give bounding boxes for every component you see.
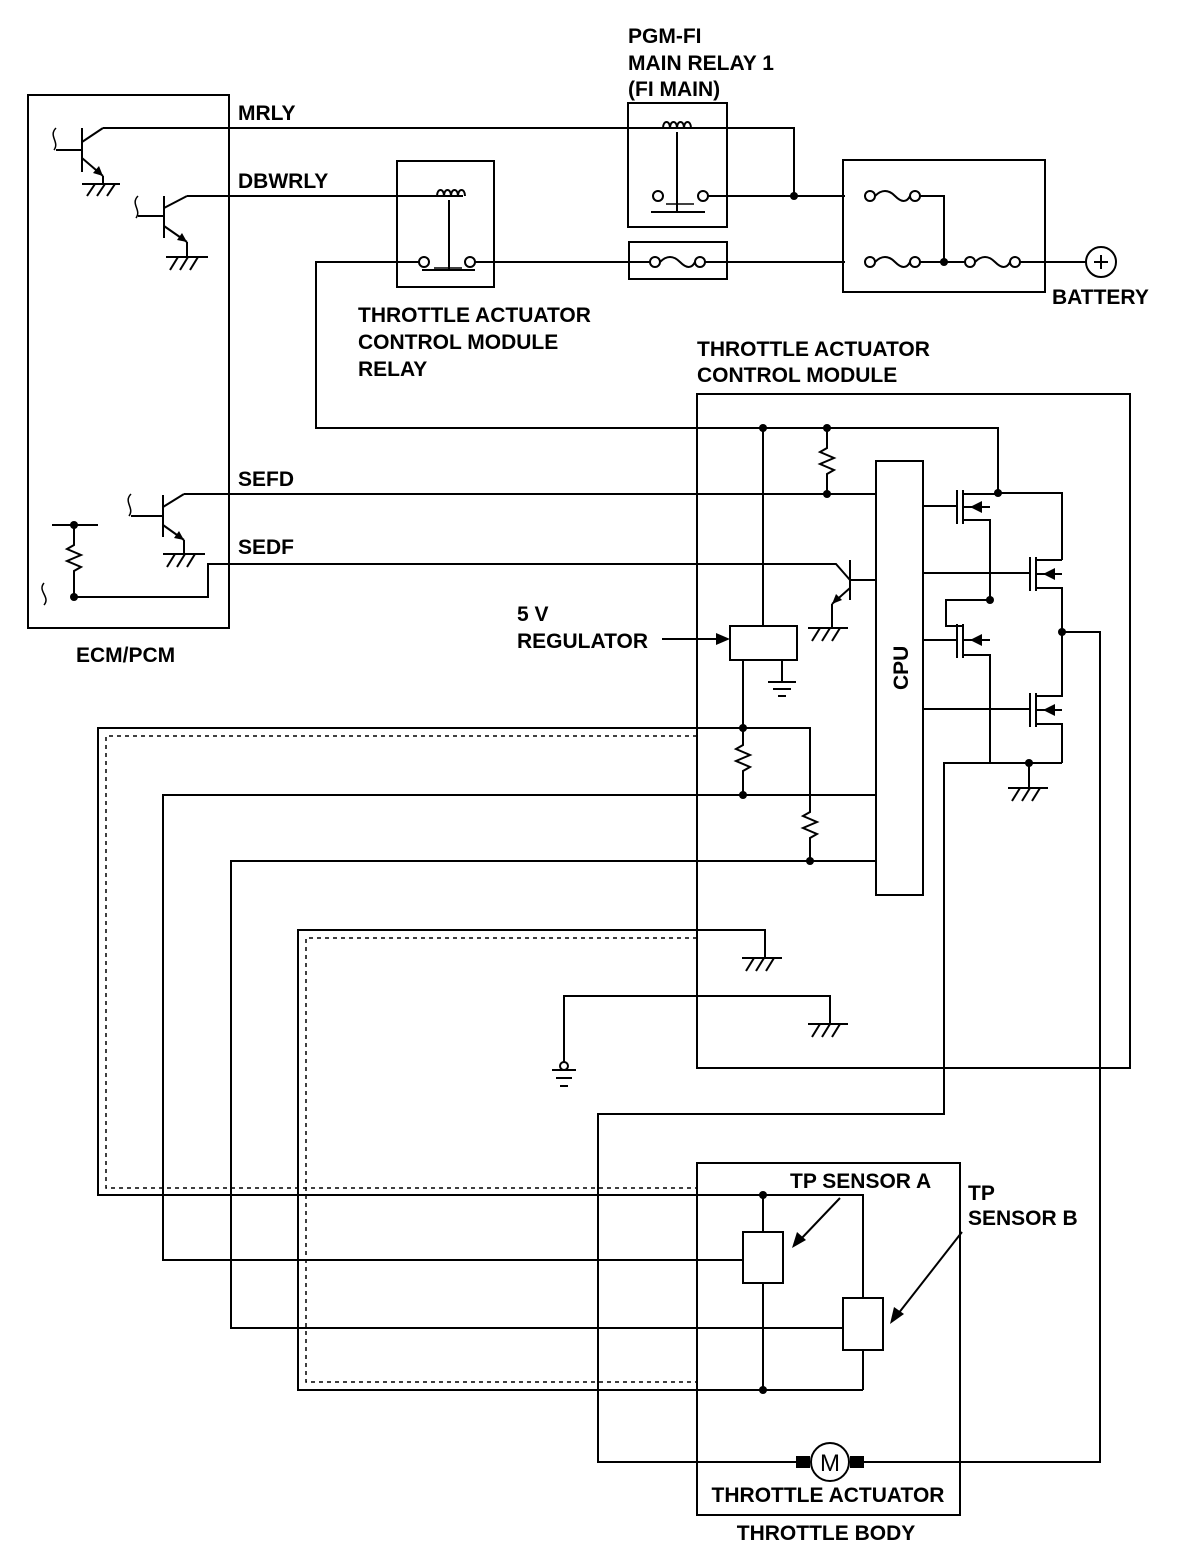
motor-letter: M bbox=[820, 1450, 840, 1477]
tacm-relay bbox=[396, 160, 495, 288]
relay-load-wire bbox=[315, 261, 999, 493]
tacm-module bbox=[552, 393, 1131, 1463]
regulator-label-line1: 5 V bbox=[517, 603, 549, 626]
tp-sensor-b-label-line1: TP bbox=[968, 1182, 995, 1205]
ecm-input-pullup bbox=[41, 521, 98, 606]
relay-label-line3: RELAY bbox=[358, 358, 427, 381]
regulator-label-line2: REGULATOR bbox=[517, 630, 648, 653]
sensor-wiring bbox=[97, 727, 876, 1391]
sedf-wire bbox=[74, 563, 851, 598]
labels: PGM-FI MAIN RELAY 1 (FI MAIN) MRLY DBWRL… bbox=[76, 25, 1149, 1545]
fuse-box bbox=[842, 159, 1086, 293]
ecm-pcm-unit bbox=[27, 94, 230, 629]
mrly-wire bbox=[103, 127, 795, 196]
sefd-label: SEFD bbox=[238, 468, 294, 491]
h-bridge bbox=[923, 489, 1066, 802]
throttle-body: M bbox=[696, 1162, 963, 1516]
throttle-body-label: THROTTLE BODY bbox=[737, 1522, 916, 1545]
pgm-fi-main-relay bbox=[627, 102, 845, 228]
cpu-label: CPU bbox=[890, 646, 913, 690]
mrly-transistor bbox=[52, 127, 120, 197]
tacm-label-line1: THROTTLE ACTUATOR bbox=[697, 338, 930, 361]
relay-label-line1: THROTTLE ACTUATOR bbox=[358, 304, 591, 327]
battery-label: BATTERY bbox=[1052, 286, 1149, 309]
dbwrly-label: DBWRLY bbox=[238, 170, 328, 193]
battery-terminal bbox=[1085, 246, 1117, 278]
cpu-chip bbox=[875, 460, 924, 896]
mrly-label: MRLY bbox=[238, 102, 296, 125]
dbwrly-transistor bbox=[134, 195, 208, 271]
tp-sensor-a bbox=[742, 1231, 784, 1284]
tp-sensor-b-label-line2: SENSOR B bbox=[968, 1207, 1078, 1230]
tp-sensor-a-label: TP SENSOR A bbox=[790, 1170, 931, 1193]
tp-sensor-b bbox=[842, 1297, 884, 1351]
five-volt-regulator bbox=[662, 625, 798, 728]
ecm-pcm-label: ECM/PCM bbox=[76, 644, 175, 667]
throttle-actuator-motor: M bbox=[796, 1442, 864, 1482]
relay-fuse bbox=[628, 241, 845, 280]
throttle-actuator-label: THROTTLE ACTUATOR bbox=[712, 1484, 945, 1507]
main-relay-label: MAIN RELAY 1 bbox=[628, 52, 774, 75]
pgm-fi-label: PGM-FI bbox=[628, 25, 702, 48]
tacm-label-line2: CONTROL MODULE bbox=[697, 364, 897, 387]
fi-main-label: (FI MAIN) bbox=[628, 78, 720, 101]
sedf-label: SEDF bbox=[238, 536, 294, 559]
sefd-transistor bbox=[127, 493, 205, 568]
relay-label-line2: CONTROL MODULE bbox=[358, 331, 558, 354]
sedf-input-transistor bbox=[808, 560, 876, 642]
